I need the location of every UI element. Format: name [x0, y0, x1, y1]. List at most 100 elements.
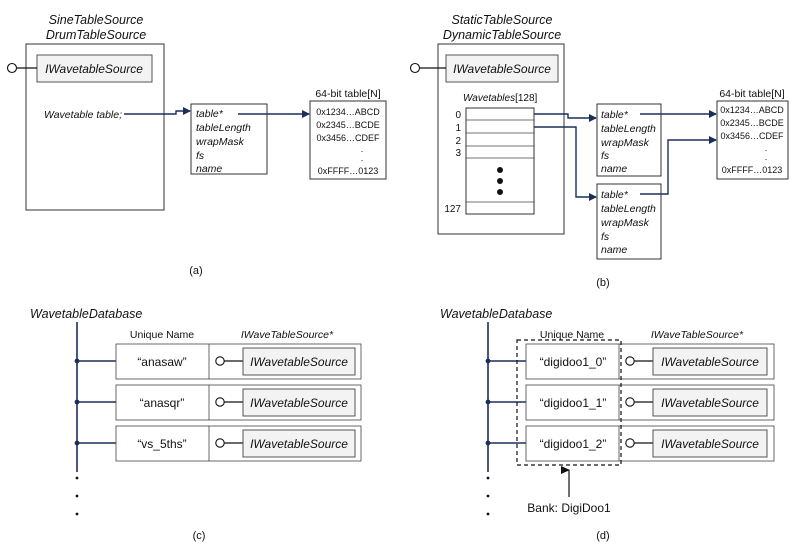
panel-b: StaticTableSource DynamicTableSource IWa… [409, 13, 789, 289]
panel-d-row-1-source-box [652, 388, 768, 417]
panel-b-struct-1-box [596, 103, 662, 177]
panel-b-index-3: 3 [455, 148, 461, 159]
panel-a-caption: (a) [189, 265, 202, 277]
panel-a-interface-port-icon [6, 62, 18, 74]
panel-d-port-icon [625, 356, 635, 366]
ellipsis-dot-icon [497, 189, 503, 195]
ellipsis-dot-icon [486, 494, 490, 498]
panel-b-array-size: [128] [515, 93, 537, 104]
ellipsis-dot-icon [486, 512, 490, 516]
panel-b-struct-2-box [596, 183, 662, 260]
panel-b-table-row-5: 0xFFFF…0123 [722, 165, 783, 175]
panel-d-caption: (d) [596, 530, 609, 542]
panel-b-index-127: 127 [444, 204, 461, 215]
panel-b-struct-1-field-1: tableLength [601, 123, 656, 135]
panel-b-interface-port-icon [409, 62, 421, 74]
panel-c-port-icon [215, 397, 225, 407]
panel-d-title: WavetableDatabase [440, 307, 552, 321]
panel-a-field-2: wrapMask [196, 136, 245, 148]
panel-b-caption: (b) [596, 277, 609, 289]
panel-b-struct-2-field-2: wrapMask [601, 217, 650, 229]
panel-a: SineTableSource DrumTableSource IWavetab… [6, 13, 387, 277]
panel-b-index-2: 2 [455, 136, 461, 147]
ellipsis-dot-icon [75, 494, 79, 498]
panel-c-col-ptr: IWaveTableSource* [241, 329, 334, 341]
panel-a-interface-label: IWavetableSource [45, 62, 143, 76]
panel-d-row-0-source: IWavetableSource [661, 355, 759, 369]
panel-c-row-0-source: IWavetableSource [250, 355, 348, 369]
panel-c-port-icon [215, 438, 225, 448]
panel-c-row-2-source-box [242, 429, 356, 458]
panel-a-member-arrow [124, 107, 191, 115]
panel-c-title: WavetableDatabase [30, 307, 142, 321]
panel-a-title-2: DrumTableSource [46, 28, 146, 42]
panel-a-table-box [309, 100, 387, 180]
panel-c: WavetableDatabase Unique Name IWaveTable… [30, 307, 362, 542]
panel-b-interface-label: IWavetableSource [453, 62, 551, 76]
panel-b-index-0: 0 [455, 110, 461, 121]
panel-b-struct-1-field-0: table* [601, 109, 629, 121]
panel-a-field-0: table* [196, 108, 224, 120]
ellipsis-dot-icon [497, 167, 503, 173]
panel-c-row-0-name: “anasaw” [137, 355, 186, 369]
panel-a-field-3: fs [196, 150, 205, 162]
panel-d: WavetableDatabase Unique Name IWaveTable… [440, 307, 775, 542]
panel-b-struct-2-field-3: fs [601, 231, 610, 243]
panel-b-table-row-3: . [765, 143, 768, 153]
panel-d-port-icon [625, 397, 635, 407]
panel-a-interface-box [36, 54, 153, 83]
panel-b-slot0-arrow [534, 113, 597, 122]
panel-a-table-header: 64-bit table[N] [315, 88, 380, 100]
panel-b-table-header: 64-bit table[N] [719, 88, 784, 100]
panel-a-table-row-3: . [361, 144, 364, 154]
panel-d-col-ptr: IWaveTableSource* [651, 329, 744, 341]
panel-d-row-2-name: “digidoo1_2” [540, 437, 607, 451]
panel-b-array-box [465, 107, 535, 215]
ellipsis-dot-icon [497, 178, 503, 184]
panel-b-table-row-2: 0x3456…CDEF [720, 131, 784, 141]
panel-b-array-label: Wavetables[128] [463, 93, 538, 104]
panel-c-col-name: Unique Name [130, 329, 194, 341]
ellipsis-dot-icon [75, 476, 79, 480]
panel-b-struct-2-field-1: tableLength [601, 203, 656, 215]
ellipsis-dot-icon [486, 476, 490, 480]
panel-b-table-row-0: 0x1234…ABCD [720, 105, 784, 115]
panel-c-row-1-name: “anasqr” [140, 396, 185, 410]
panel-a-field-4: name [196, 163, 222, 175]
panel-c-row-0-source-box [242, 347, 356, 376]
panel-b-slot1-arrow [534, 126, 597, 201]
panel-a-member: Wavetable table; [44, 109, 122, 121]
panel-b-struct-1-field-3: fs [601, 150, 610, 162]
panel-a-table-row-4: . [361, 153, 364, 163]
panel-d-row-1-source: IWavetableSource [661, 396, 759, 410]
panel-b-array-name: Wavetables [463, 93, 515, 104]
panel-d-col-name: Unique Name [540, 329, 604, 341]
panel-a-table-row-1: 0x2345…BCDE [316, 120, 380, 130]
panel-b-struct-2-field-4: name [601, 244, 627, 256]
panel-d-row-2-source-box [652, 429, 768, 458]
panel-b-struct-2-field-0: table* [601, 189, 629, 201]
panel-d-row-2-source: IWavetableSource [661, 437, 759, 451]
panel-d-row-0-name: “digidoo1_0” [540, 355, 607, 369]
panel-d-port-icon [625, 438, 635, 448]
panel-b-struct-2-table-arrow [640, 136, 717, 195]
panel-d-row-0-source-box [652, 347, 768, 376]
panel-c-row-1-source-box [242, 388, 356, 417]
panel-d-row-1-name: “digidoo1_1” [540, 396, 607, 410]
panel-a-table-row-0: 0x1234…ABCD [316, 107, 380, 117]
panel-a-table-row-5: 0xFFFF…0123 [318, 166, 379, 176]
panel-a-field-1: tableLength [196, 122, 251, 134]
panel-d-bank-outline [516, 339, 622, 466]
panel-a-title-1: SineTableSource [49, 13, 144, 27]
panel-c-row-1-source: IWavetableSource [250, 396, 348, 410]
panel-b-table-box [716, 100, 789, 180]
panel-b-struct-1-field-4: name [601, 163, 627, 175]
panel-c-port-icon [215, 356, 225, 366]
panel-b-title-1: StaticTableSource [452, 13, 553, 27]
panel-a-table-row-2: 0x3456…CDEF [316, 133, 380, 143]
panel-c-row-2-source: IWavetableSource [250, 437, 348, 451]
panel-b-struct-1-field-2: wrapMask [601, 137, 650, 149]
panel-b-interface-box [445, 54, 559, 83]
panel-b-index-1: 1 [455, 123, 461, 134]
